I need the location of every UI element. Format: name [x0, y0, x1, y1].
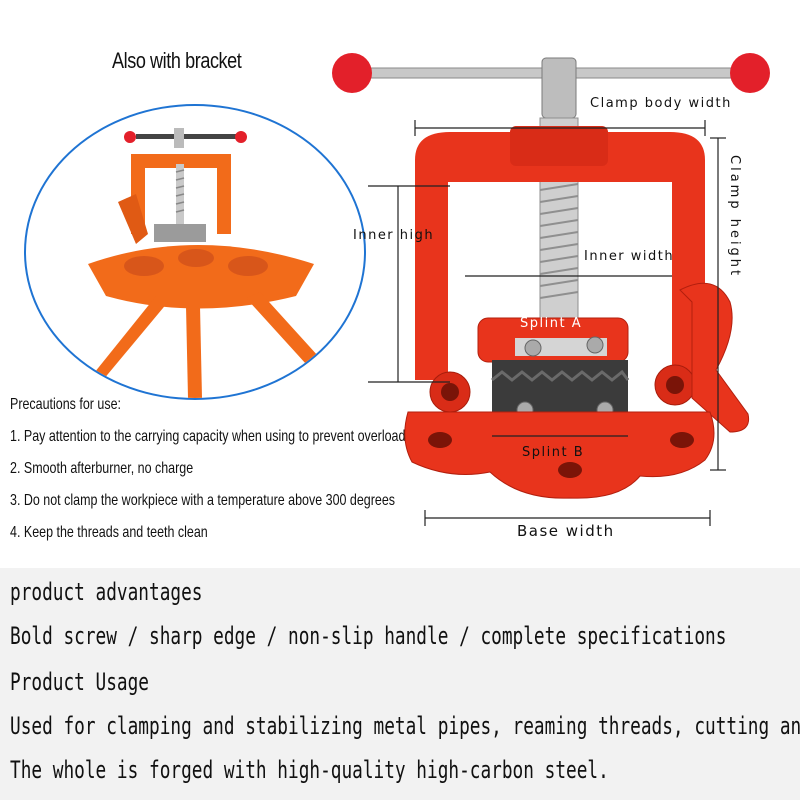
bracket-latch: [118, 194, 148, 244]
bracket-screw: [176, 164, 184, 224]
material-text: The whole is forged with high-quality hi…: [10, 756, 609, 784]
label-splint-b: Splint B: [522, 445, 585, 460]
label-inner-width: Inner width: [584, 249, 675, 264]
latch-handle: [679, 282, 750, 433]
hinge-right-pin: [666, 376, 684, 394]
precautions-block: Precautions for use: 1. Pay attention to…: [10, 394, 455, 554]
bracket-leg-center: [186, 306, 202, 398]
handle-ball-left: [332, 53, 372, 93]
bracket-handle-bar: [136, 134, 236, 139]
product-image-area: Also with bracket: [10, 48, 770, 554]
bracket-jaw: [154, 224, 206, 242]
bracket-handle-ball-left: [124, 131, 136, 143]
precaution-item: 3. Do not clamp the workpiece with a tem…: [10, 492, 396, 509]
label-splint-a: Splint A: [520, 316, 583, 331]
vise-base: [404, 411, 715, 499]
bracket-title: Also with bracket: [112, 48, 242, 73]
handle-hub: [541, 57, 577, 119]
bracket-tray-hole-left: [124, 256, 164, 276]
usage-heading: Product Usage: [10, 668, 150, 696]
bracket-leg-left: [74, 296, 168, 398]
bracket-inset-circle: [24, 104, 366, 400]
label-inner-high: Inner high: [353, 228, 435, 243]
bracket-tray-hole-right: [228, 256, 268, 276]
frame-top-boss: [510, 126, 608, 166]
precaution-item: 1. Pay attention to the carrying capacit…: [10, 428, 455, 445]
label-clamp-body-width: Clamp body width: [590, 96, 732, 111]
advantages-text: Bold screw / sharp edge / non-slip handl…: [10, 622, 727, 650]
precautions-heading: Precautions for use:: [10, 396, 121, 413]
bracket-handle-hub: [174, 128, 184, 148]
pipe-vise-illustration: [332, 53, 770, 526]
bracket-vise-illustration: [74, 128, 338, 398]
vise-frame: [415, 132, 705, 380]
label-clamp-height: Clamp height: [727, 155, 742, 279]
base-hole: [428, 432, 452, 448]
hinge-left-pin: [441, 383, 459, 401]
bracket-handle-ball-right: [235, 131, 247, 143]
handle-ball-right: [730, 53, 770, 93]
usage-text: Used for clamping and stabilizing metal …: [10, 712, 800, 740]
precaution-item: 4. Keep the threads and teeth clean: [10, 524, 208, 541]
advantages-heading: product advantages: [10, 578, 203, 606]
bracket-tray-hole-center: [178, 249, 214, 267]
base-hole: [670, 432, 694, 448]
description-panel: product advantages Bold screw / sharp ed…: [0, 568, 800, 800]
dimension-lines: [368, 120, 726, 526]
bolt-icon: [524, 339, 542, 357]
bolt-icon: [586, 336, 604, 354]
precaution-item: 2. Smooth afterburner, no charge: [10, 460, 194, 477]
jaw-teeth: [491, 369, 630, 382]
label-base-width: Base width: [517, 522, 615, 540]
base-hole: [558, 462, 582, 478]
